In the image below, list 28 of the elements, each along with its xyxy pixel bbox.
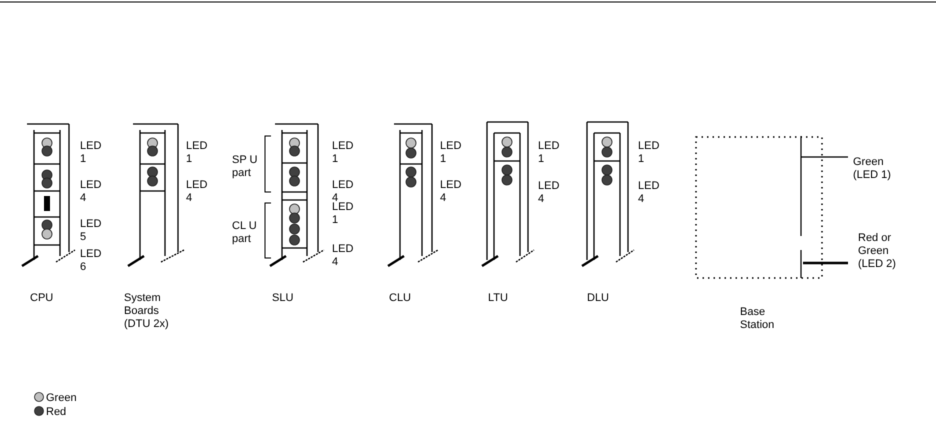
label: LED 4	[440, 179, 462, 205]
label: System Boards (DTU 2x)	[124, 292, 170, 331]
legend-label: Green	[46, 392, 77, 405]
label: LTU	[488, 292, 509, 305]
label: CPU	[30, 292, 54, 305]
label: LED 1	[638, 140, 660, 166]
label: DLU	[587, 292, 610, 305]
label: LED 1	[186, 140, 208, 166]
label: LED 5	[80, 218, 102, 244]
label: LED 1	[80, 140, 102, 166]
label: LED 4	[186, 179, 208, 205]
label: LED 4	[332, 243, 354, 269]
label: Base Station	[740, 306, 776, 332]
label: SP U part	[232, 154, 258, 180]
label: SLU	[272, 292, 294, 305]
label: LED 4	[538, 180, 560, 206]
label: LED 1	[538, 140, 560, 166]
label: Green (LED 1)	[853, 156, 892, 182]
label: CL U part	[232, 220, 258, 246]
label: LED 4	[638, 180, 660, 206]
label: LED 6	[80, 248, 102, 274]
label: LED 1	[332, 201, 354, 227]
label: Red or Green (LED 2)	[858, 232, 897, 271]
label: LED 4	[80, 179, 102, 205]
label: LED 1	[440, 140, 462, 166]
label: LED 1	[332, 140, 354, 166]
label: CLU	[389, 292, 412, 305]
legend-label: Red	[46, 406, 66, 419]
